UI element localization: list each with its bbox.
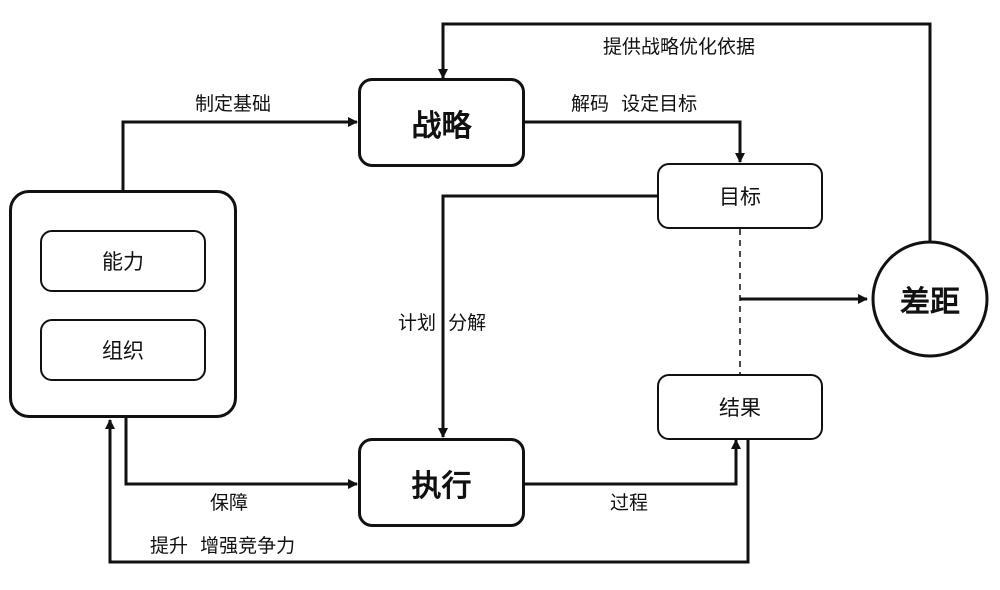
result-node[interactable]: 结果 xyxy=(657,374,823,440)
result-label: 结果 xyxy=(719,396,761,420)
edge-execution-to-result xyxy=(525,439,741,486)
label-execution-to-result: 过程 xyxy=(610,492,649,514)
strategy-node[interactable]: 战略 xyxy=(358,78,525,167)
strategy-label: 战略 xyxy=(411,108,472,144)
label-gap-to-strategy: 提供战略优化依据 xyxy=(603,36,756,58)
edge-base-to-strategy xyxy=(121,117,358,190)
edge-gap-to-strategy xyxy=(438,22,932,244)
goal-label: 目标 xyxy=(719,185,761,209)
edge-strategy-to-goal xyxy=(525,120,745,163)
label-goal-to-execution: 计划 分解 xyxy=(398,312,487,334)
execution-label: 执行 xyxy=(411,468,472,504)
edge-goal-to-execution xyxy=(438,194,657,438)
execution-node[interactable]: 执行 xyxy=(358,438,525,527)
foundation-container xyxy=(9,190,237,418)
gap-label: 差距 xyxy=(900,285,960,320)
label-result-to-base: 提升 增强竞争力 xyxy=(150,535,296,557)
capability-label: 能力 xyxy=(102,250,144,274)
gap-node[interactable]: 差距 xyxy=(873,242,987,356)
organization-node[interactable]: 组织 xyxy=(40,319,206,381)
edge-result-to-base xyxy=(105,419,750,564)
capability-node[interactable]: 能力 xyxy=(40,230,206,292)
label-base-to-strategy: 制定基础 xyxy=(195,93,272,115)
gap-node-circle xyxy=(871,240,989,358)
goal-node[interactable]: 目标 xyxy=(657,163,823,229)
organization-label: 组织 xyxy=(102,339,144,363)
label-base-to-execution: 保障 xyxy=(210,492,249,514)
label-strategy-to-goal: 解码 设定目标 xyxy=(571,93,698,115)
edge-base-to-execution xyxy=(124,418,358,489)
